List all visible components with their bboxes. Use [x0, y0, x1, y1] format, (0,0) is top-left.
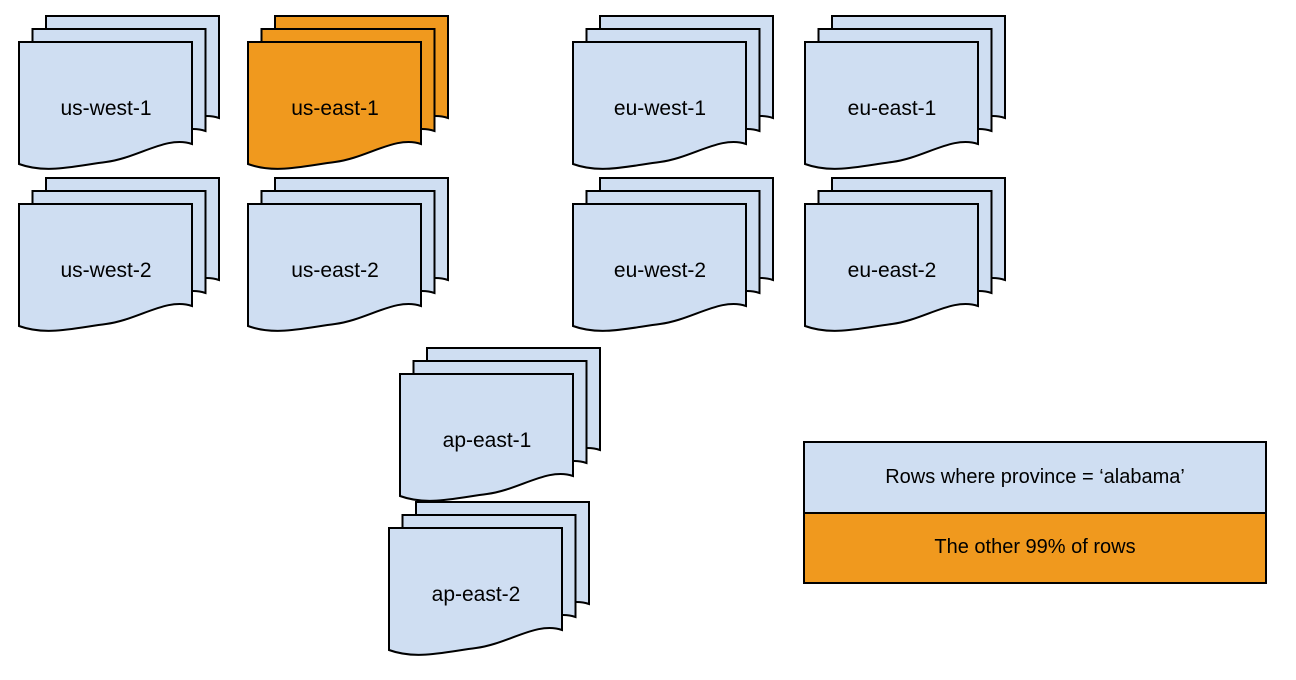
stack-label-ap-east-2: ap-east-2 [432, 583, 521, 606]
legend-item-other-rows-label: The other 99% of rows [934, 536, 1136, 559]
document-stack-us-west-2: us-west-2 [18, 177, 220, 332]
stack-label-us-west-1: us-west-1 [60, 97, 151, 120]
document-stack-ap-east-1: ap-east-1 [399, 347, 601, 502]
document-stack-eu-east-1: eu-east-1 [804, 15, 1006, 170]
document-stack-us-east-1: us-east-1 [247, 15, 449, 170]
stack-label-eu-east-2: eu-east-2 [848, 259, 937, 282]
legend-item-alabama-rows: Rows where province = ‘alabama’ [805, 443, 1265, 514]
stack-label-eu-east-1: eu-east-1 [848, 97, 937, 120]
stack-label-us-east-1: us-east-1 [291, 97, 379, 120]
stack-label-us-east-2: us-east-2 [291, 259, 379, 282]
document-stack-eu-west-2: eu-west-2 [572, 177, 774, 332]
stack-label-eu-west-1: eu-west-1 [614, 97, 706, 120]
legend: Rows where province = ‘alabama’ The othe… [803, 441, 1267, 584]
document-stack-eu-east-2: eu-east-2 [804, 177, 1006, 332]
document-stack-us-east-2: us-east-2 [247, 177, 449, 332]
stack-label-us-west-2: us-west-2 [60, 259, 151, 282]
document-stack-eu-west-1: eu-west-1 [572, 15, 774, 170]
legend-item-other-rows: The other 99% of rows [805, 513, 1265, 582]
legend-item-alabama-rows-label: Rows where province = ‘alabama’ [885, 465, 1185, 488]
document-stack-ap-east-2: ap-east-2 [388, 501, 590, 656]
stack-label-ap-east-1: ap-east-1 [443, 429, 532, 452]
document-stack-us-west-1: us-west-1 [18, 15, 220, 170]
stack-label-eu-west-2: eu-west-2 [614, 259, 706, 282]
